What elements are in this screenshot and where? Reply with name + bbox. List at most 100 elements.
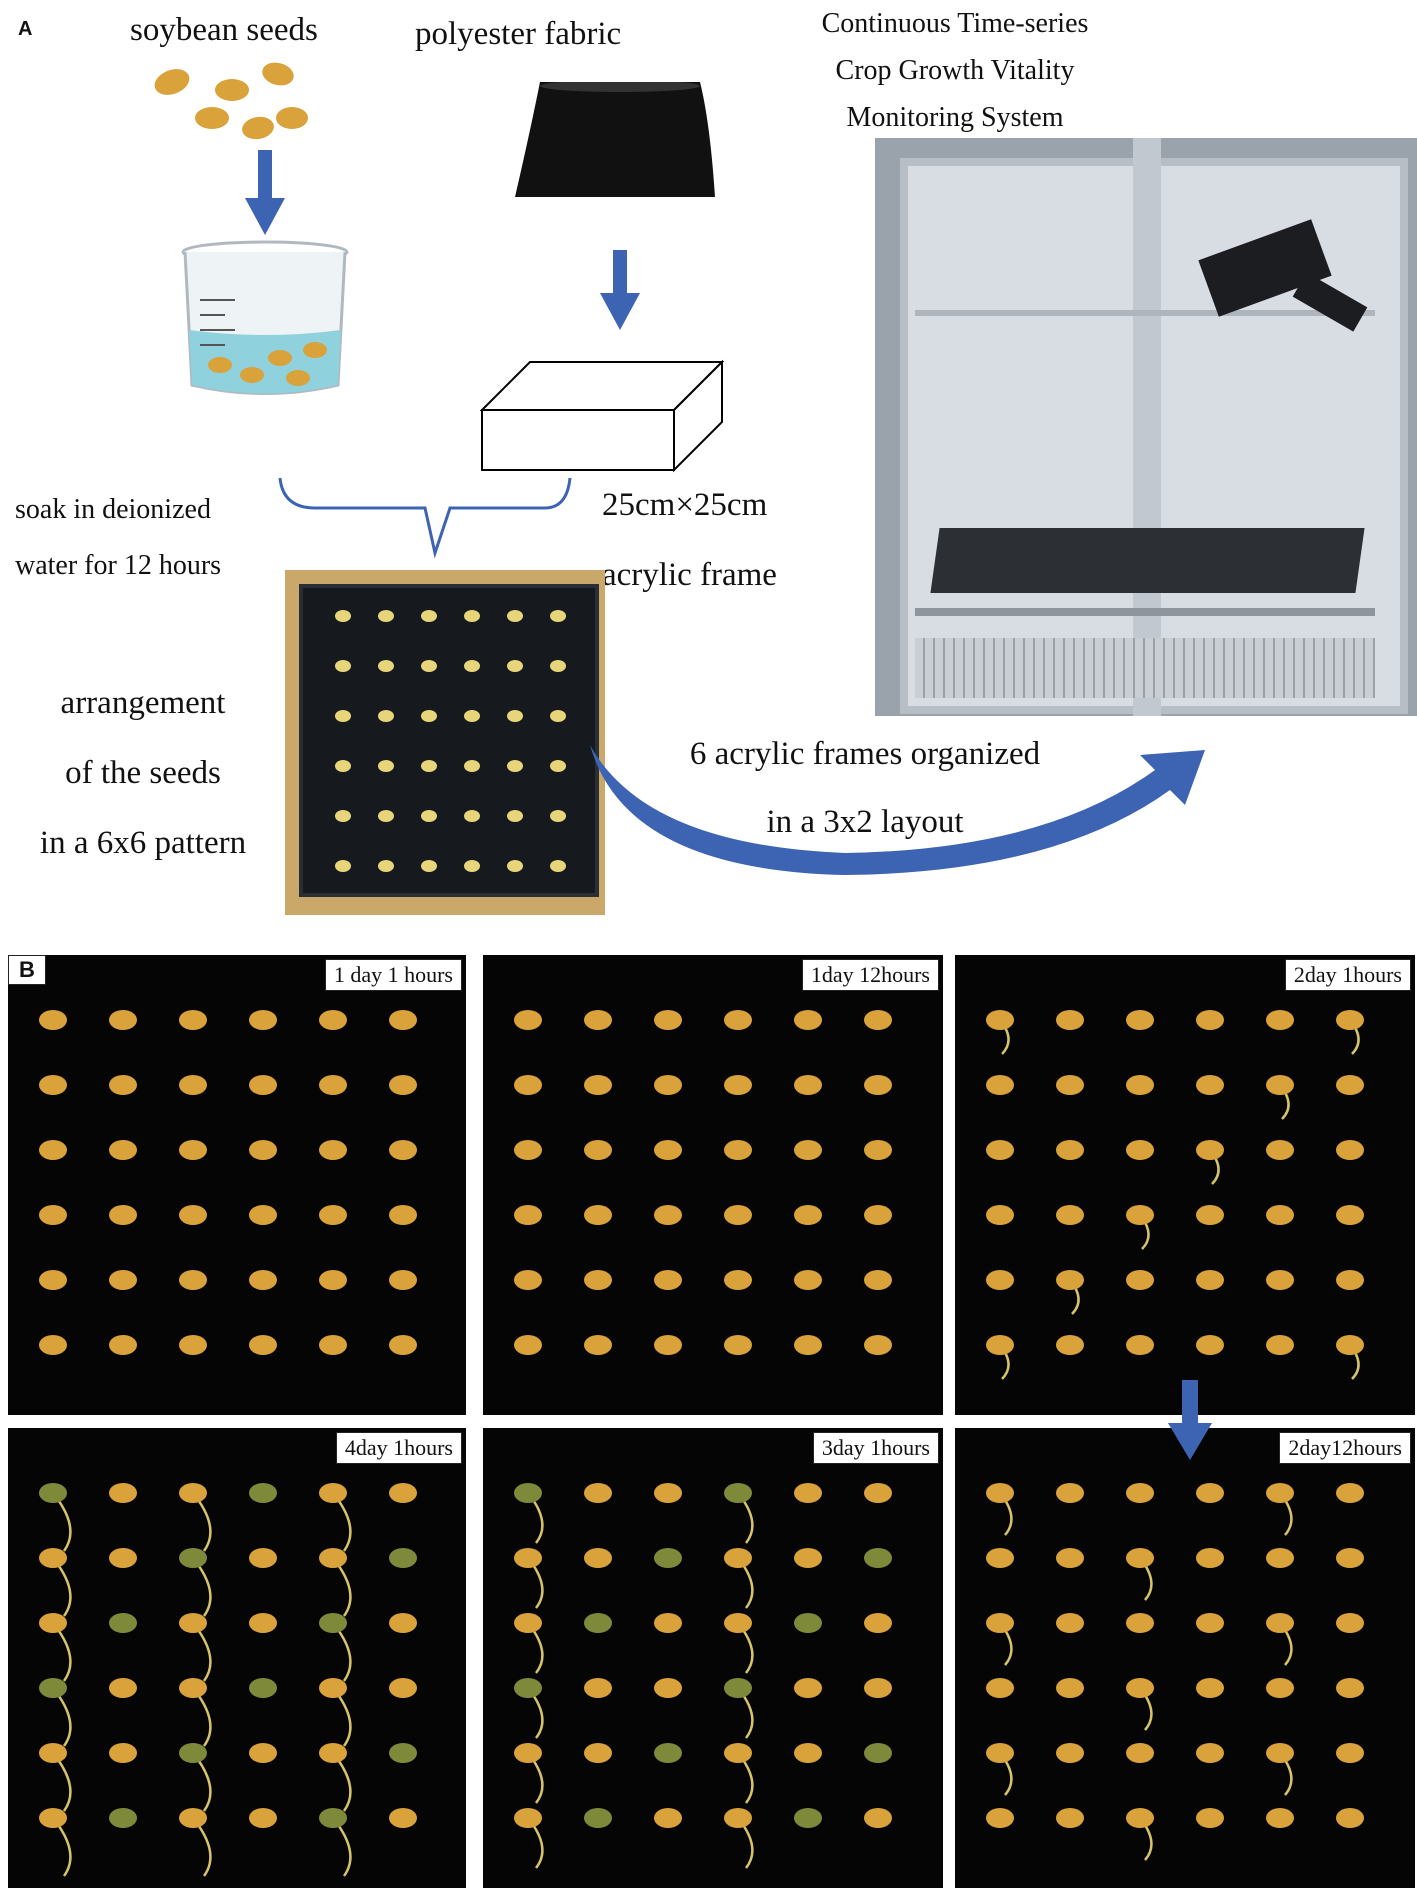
soybean-seed (1126, 1548, 1154, 1568)
soybean-seed (864, 1010, 892, 1030)
soybean-seed (1336, 1075, 1364, 1095)
soybean-seed (986, 1010, 1014, 1030)
soybean-seed (1126, 1075, 1154, 1095)
tray-seed (421, 810, 437, 822)
soybean-seed (1126, 1205, 1154, 1225)
soybean-seed (1336, 1205, 1364, 1225)
soybean-seed (654, 1483, 682, 1503)
arrangement-label-line-3: in a 6x6 pattern (39, 825, 247, 861)
soybean-seed (1266, 1270, 1294, 1290)
soybean-seed (1336, 1140, 1364, 1160)
soybean-seed (514, 1743, 542, 1763)
soybean-seed (1336, 1743, 1364, 1763)
soybean-seed (1056, 1678, 1084, 1698)
soybean-seed (986, 1678, 1014, 1698)
soybean-seed (1336, 1678, 1364, 1698)
soybean-seed (109, 1140, 137, 1160)
soybean-seed (654, 1335, 682, 1355)
soybean-seed (514, 1140, 542, 1160)
chamber-trays (930, 528, 1365, 593)
soybean-seed (39, 1613, 67, 1633)
soybean-seed (584, 1140, 612, 1160)
soybean-seed (514, 1808, 542, 1828)
soybean-seed (864, 1205, 892, 1225)
soybean-seed (514, 1270, 542, 1290)
soybean-seed (1126, 1010, 1154, 1030)
soybean-seed (389, 1613, 417, 1633)
soybean-seed (584, 1678, 612, 1698)
soybean-seed (1196, 1808, 1224, 1828)
tray-seed (335, 660, 351, 672)
tray-seed (550, 710, 566, 722)
soybean-seed (794, 1808, 822, 1828)
soybean-seed (1056, 1548, 1084, 1568)
soybean-seed (249, 1335, 277, 1355)
tray-seed (550, 610, 566, 622)
soybean-seed (1336, 1010, 1364, 1030)
layout-label: 6 acrylic frames organized in a 3x2 layo… (630, 720, 1100, 856)
tray-seed (421, 610, 437, 622)
tray-seed (507, 860, 523, 872)
soybean-seed (794, 1678, 822, 1698)
soybean-seed (1266, 1548, 1294, 1568)
layout-label-line-1: 6 acrylic frames organized (689, 736, 1041, 772)
seedling-grid (39, 1483, 417, 1877)
soybean-seed (319, 1140, 347, 1160)
soybean-seed (986, 1335, 1014, 1355)
soybean-seed (514, 1548, 542, 1568)
soybean-seed (654, 1205, 682, 1225)
soybean-seed (1056, 1140, 1084, 1160)
soybean-seed (179, 1140, 207, 1160)
timepoint-label: 1day 12hours (801, 959, 939, 991)
soybean-seed (389, 1010, 417, 1030)
soybean-seed (109, 1613, 137, 1633)
soybean-seed (654, 1140, 682, 1160)
soybean-seed (39, 1270, 67, 1290)
soybean-seed (1126, 1613, 1154, 1633)
tray-seed (421, 710, 437, 722)
soybean-seed (794, 1483, 822, 1503)
soybean-seed (1196, 1743, 1224, 1763)
soybean-seed (109, 1335, 137, 1355)
system-label-line-3: Monitoring System (846, 102, 1064, 133)
soybean-seed (319, 1075, 347, 1095)
soybean-seed (1056, 1808, 1084, 1828)
soybean-seed (1126, 1270, 1154, 1290)
soybean-seed (724, 1075, 752, 1095)
soybean-seed (724, 1483, 752, 1503)
soybean-seed (179, 1678, 207, 1698)
tray-seed (378, 760, 394, 772)
soybean-seed (319, 1548, 347, 1568)
system-label-line-1: Continuous Time-series (821, 8, 1089, 39)
soybean-seed (864, 1140, 892, 1160)
timepoint-photo: 2day12hours (955, 1428, 1415, 1888)
soybean-seed (986, 1140, 1014, 1160)
soybean-seed (864, 1743, 892, 1763)
soybean-seed (249, 1483, 277, 1503)
tray-seed (464, 610, 480, 622)
tray-seed (507, 810, 523, 822)
soybean-seed (514, 1205, 542, 1225)
soybean-seed (724, 1205, 752, 1225)
soybean-seed (1056, 1205, 1084, 1225)
polyester-fabric-label: polyester fabric (415, 16, 622, 52)
soybean-seed (179, 1335, 207, 1355)
soybean-seed (584, 1743, 612, 1763)
soybean-seed (109, 1483, 137, 1503)
timepoint-label: 2day12hours (1279, 1432, 1411, 1464)
soybean-seed (389, 1548, 417, 1568)
soybean-seed (39, 1483, 67, 1503)
soybean-seed (1196, 1483, 1224, 1503)
tray-seed (335, 710, 351, 722)
soybean-seed (1196, 1335, 1224, 1355)
arrow-down-icon-3 (1168, 1380, 1212, 1460)
tray-seed (464, 710, 480, 722)
soybean-seed (1056, 1010, 1084, 1030)
tray-seed (507, 610, 523, 622)
panel-a-letter: A (18, 18, 33, 40)
soybean-seed (724, 1808, 752, 1828)
soybean-seed (584, 1483, 612, 1503)
acrylic-frame-box (480, 359, 725, 473)
soybean-seed (1336, 1808, 1364, 1828)
seedling-grid (39, 1010, 417, 1355)
